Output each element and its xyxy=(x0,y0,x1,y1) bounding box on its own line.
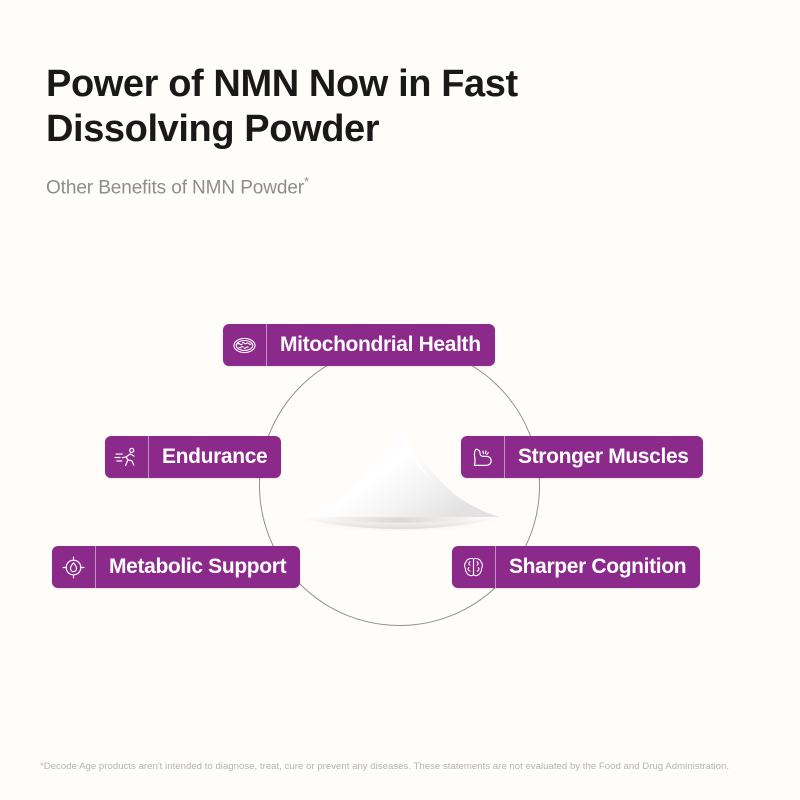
brain-icon xyxy=(452,546,496,588)
badge-label: Metabolic Support xyxy=(109,555,287,578)
benefits-diagram xyxy=(0,300,800,660)
page-subtitle: Other Benefits of NMN Powder* xyxy=(46,174,309,199)
badge-metabolic-support[interactable]: Metabolic Support xyxy=(52,546,301,588)
badge-mitochondrial-health[interactable]: Mitochondrial Health xyxy=(223,324,495,366)
badge-endurance[interactable]: Endurance xyxy=(105,436,282,478)
footer-disclaimer: *Decode Age products aren't intended to … xyxy=(40,761,730,772)
mitochondria-icon xyxy=(223,324,267,366)
badge-stronger-muscles[interactable]: Stronger Muscles xyxy=(461,436,703,478)
running-person-icon xyxy=(105,436,149,478)
header: Power of NMN Now in Fast Dissolving Powd… xyxy=(46,62,666,200)
flame-target-icon xyxy=(52,546,96,588)
page-subtitle-text: Other Benefits of NMN Powder xyxy=(46,177,305,199)
badge-label: Endurance xyxy=(162,445,268,468)
subtitle-asterisk: * xyxy=(304,174,309,190)
badge-label: Sharper Cognition xyxy=(509,555,687,578)
powder-mound-image xyxy=(292,422,508,534)
page-title: Power of NMN Now in Fast Dissolving Powd… xyxy=(46,63,518,151)
badge-label: Mitochondrial Health xyxy=(280,333,481,356)
badge-sharper-cognition[interactable]: Sharper Cognition xyxy=(452,546,701,588)
flexed-bicep-icon xyxy=(461,436,505,478)
badge-label: Stronger Muscles xyxy=(518,445,689,468)
